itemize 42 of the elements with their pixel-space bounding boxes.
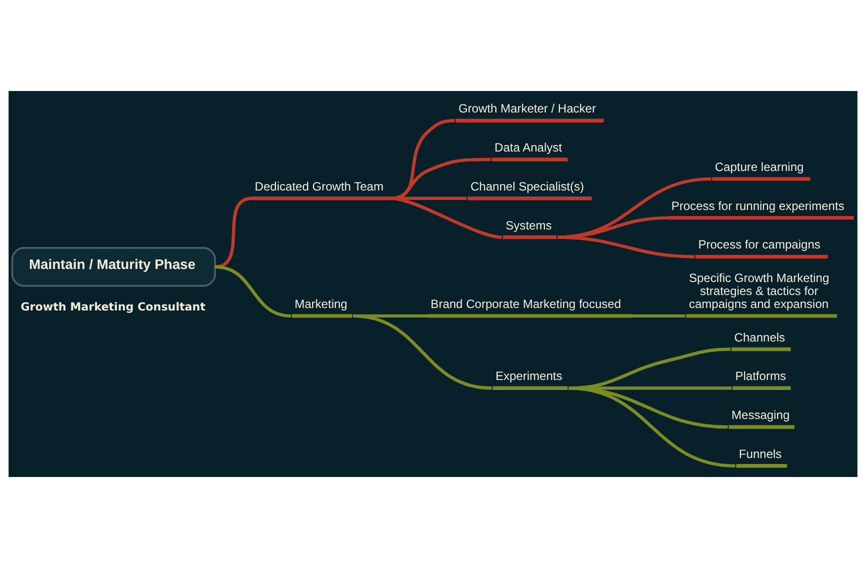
node-box [468,196,592,200]
node-label: Data Analyst [494,140,562,154]
node-label: Messaging [732,408,790,422]
node-label: Channels [734,330,786,344]
node-box [686,314,838,318]
connector [568,386,736,467]
node-box [252,196,391,200]
node-label: Process for running experiments [671,198,844,212]
node-box [668,215,854,220]
connector [557,235,695,258]
node-label: Funnels [738,446,782,460]
connector [390,157,491,200]
connector [214,196,252,268]
node-box [456,118,604,122]
node-box [292,314,352,318]
connector [390,196,502,238]
label: Growth Marketing Consultant [20,300,206,313]
connector [352,314,492,390]
node-label: Process for campaigns [698,237,820,252]
node-box [732,386,791,390]
node-label: Brand Corporate Marketing focused [430,296,622,310]
node-label: Growth Marketer / Hacker [458,101,596,116]
node-label: Specific Growth Marketing strategies & tactics for campaigns and expansion [688,270,830,310]
node-box [695,254,828,258]
node-box [736,464,788,468]
node-box [732,346,791,351]
node-box: Maintain / Maturity Phase [11,246,216,286]
node-label: Dedicated Growth Team [254,178,384,193]
node-label: Capture learning [714,159,804,174]
node-box [428,314,632,318]
node-box [502,234,557,239]
connector [214,264,292,318]
node-label: Channel Specialist(s) [470,178,584,193]
node-box [712,176,810,180]
node-box [492,157,568,161]
node-label: Marketing [294,296,348,310]
connector [632,314,686,318]
node-box [492,386,568,390]
node-label: Systems [506,218,552,232]
node-label: Experiments [495,368,562,383]
node-label: Platforms [735,368,786,383]
node-box [728,424,794,428]
